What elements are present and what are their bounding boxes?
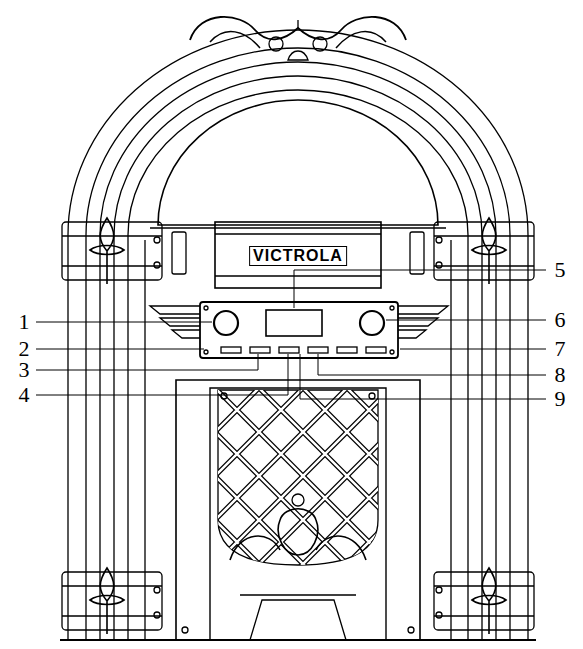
callout-number: 2 [17, 338, 32, 360]
callout-number: 6 [553, 309, 568, 331]
callout-number: 8 [553, 364, 568, 386]
callout-number: 4 [17, 384, 32, 406]
brand-logo: VICTROLA [249, 246, 347, 266]
callout-number: 9 [553, 388, 568, 410]
callout-number: 1 [17, 311, 32, 333]
callout-number: 7 [553, 338, 568, 360]
callout-number: 5 [553, 259, 568, 281]
callout-number: 3 [17, 359, 32, 381]
